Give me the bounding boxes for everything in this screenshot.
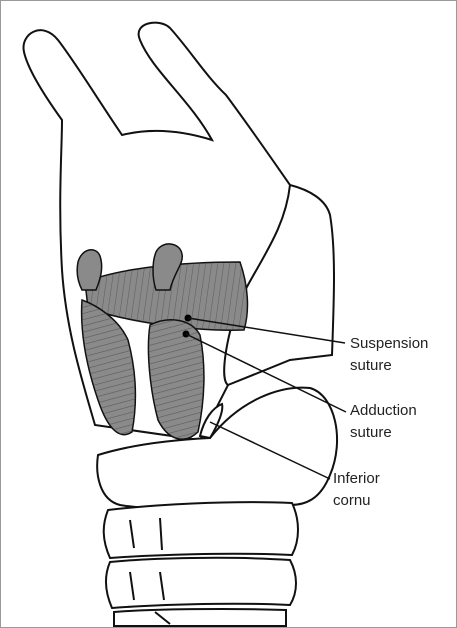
adduction-suture-label: Adduction suture [350,400,417,444]
suspension-suture-label: Suspension suture [350,333,428,377]
tracheal-ring-1 [104,502,298,558]
tracheal-ring-3-partial [114,609,286,626]
tracheal-ring-2 [106,558,296,608]
suspension-suture-label-line2: suture [350,355,428,377]
adduction-suture-label-line1: Adduction [350,400,417,422]
inferior-cornu-label-line1: Inferior [333,468,380,490]
suspension-suture-label-line1: Suspension [350,333,428,355]
inferior-cornu-label: Inferior cornu [333,468,380,512]
adduction-suture-label-line2: suture [350,422,417,444]
inferior-cornu-label-line2: cornu [333,490,380,512]
left-muscle-hook [77,250,101,290]
